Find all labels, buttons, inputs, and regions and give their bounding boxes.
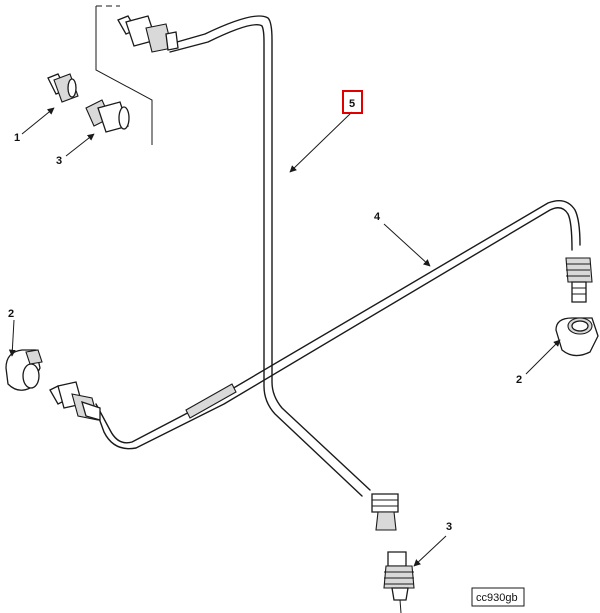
tube-4: [95, 200, 581, 450]
callout-1: 1: [14, 132, 20, 144]
callout-3-top: 3: [56, 155, 62, 167]
leader-lines: [8, 107, 561, 567]
leader-1: [21, 107, 55, 135]
callout-3-bottom: 3: [446, 521, 452, 533]
part-2-elbow-left: [5, 349, 43, 391]
figure-reference: cc930gb: [471, 587, 525, 607]
part-3-adapter-bottom: [383, 551, 415, 613]
tube-5-top-fitting: [117, 15, 179, 53]
callout-4: 4: [374, 211, 381, 223]
tube-5: [169, 15, 371, 497]
part-3-adapter-top: [85, 99, 130, 133]
callout-5: 5: [349, 98, 355, 110]
leader-2-right: [525, 339, 561, 375]
figure-reference-box: [471, 587, 525, 607]
callout-5-highlight-box: [342, 90, 363, 114]
leader-4: [383, 223, 431, 267]
part-1-nut: [47, 73, 79, 103]
tube-5-bottom-fitting: [371, 493, 399, 531]
tube-4-right-fitting: [565, 257, 593, 303]
figure-reference-label: cc930gb: [476, 592, 518, 604]
callouts: 1 3 2 4 2 3 5: [8, 90, 522, 533]
callout-2-right: 2: [516, 374, 522, 386]
part-2-elbow-right: [555, 317, 599, 357]
leader-3-bottom: [413, 535, 447, 567]
callout-2-left: 2: [8, 308, 14, 320]
leader-5: [289, 111, 353, 173]
leader-2-left: [8, 319, 16, 357]
leader-3-top: [65, 133, 95, 157]
detail-box: [95, 5, 153, 145]
tube-4-left-fitting: [49, 381, 101, 421]
